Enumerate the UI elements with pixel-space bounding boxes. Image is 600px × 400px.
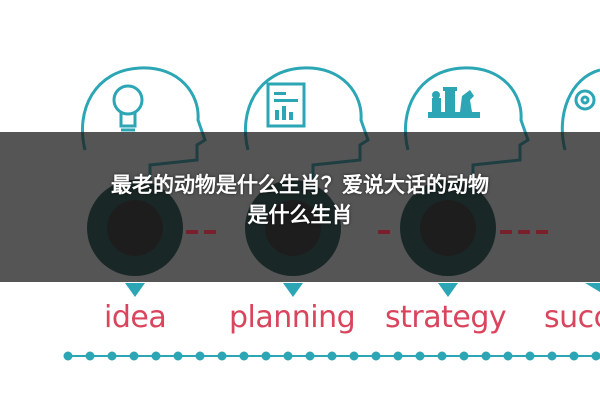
timeline-dot [349, 351, 359, 361]
timeline-dot [503, 351, 513, 361]
timeline-dot [525, 351, 535, 361]
timeline-dot [283, 351, 293, 361]
lightbulb-icon [112, 84, 144, 132]
stage-label-idea: idea [104, 300, 167, 335]
timeline-dot [151, 351, 161, 361]
headline-line-2: 是什么生肖 [247, 203, 353, 227]
timeline-dot [173, 351, 183, 361]
stage-label-planning: planning [229, 300, 356, 335]
timeline-dot [195, 351, 205, 361]
head-outline-planning [243, 66, 370, 180]
timeline-dot [437, 351, 447, 361]
overlay-banner [0, 132, 600, 282]
timeline-dot [459, 351, 469, 361]
timeline [63, 351, 600, 361]
timeline-dot [129, 351, 139, 361]
timeline-dot [85, 351, 95, 361]
timeline-dot [305, 351, 315, 361]
timeline-dot [239, 351, 249, 361]
head-outline-strategy [403, 66, 530, 180]
headline-line-1: 最老的动物是什么生肖？爱说大话的动物 [111, 173, 489, 197]
chess-pieces-icon [428, 87, 480, 118]
timeline-dot [217, 351, 227, 361]
gears-icon [574, 89, 596, 111]
timeline-dot [569, 351, 579, 361]
timeline-dot [63, 351, 73, 361]
timeline-dot [393, 351, 403, 361]
timeline-dot [327, 351, 337, 361]
stage-label-success: succ [544, 300, 600, 335]
stage-label-strategy: strategy [385, 300, 507, 335]
head-outline-idea [80, 66, 207, 180]
timeline-dot [261, 351, 271, 361]
timeline-dot [107, 351, 117, 361]
headline-caption: 最老的动物是什么生肖？爱说大话的动物 是什么生肖 [10, 170, 590, 230]
timeline-dot [547, 351, 557, 361]
timeline-dot [415, 351, 425, 361]
timeline-dot [371, 351, 381, 361]
document-chart-icon [266, 82, 306, 128]
stage-pointers [125, 283, 600, 297]
timeline-dot [481, 351, 491, 361]
timeline-dot [591, 351, 600, 361]
